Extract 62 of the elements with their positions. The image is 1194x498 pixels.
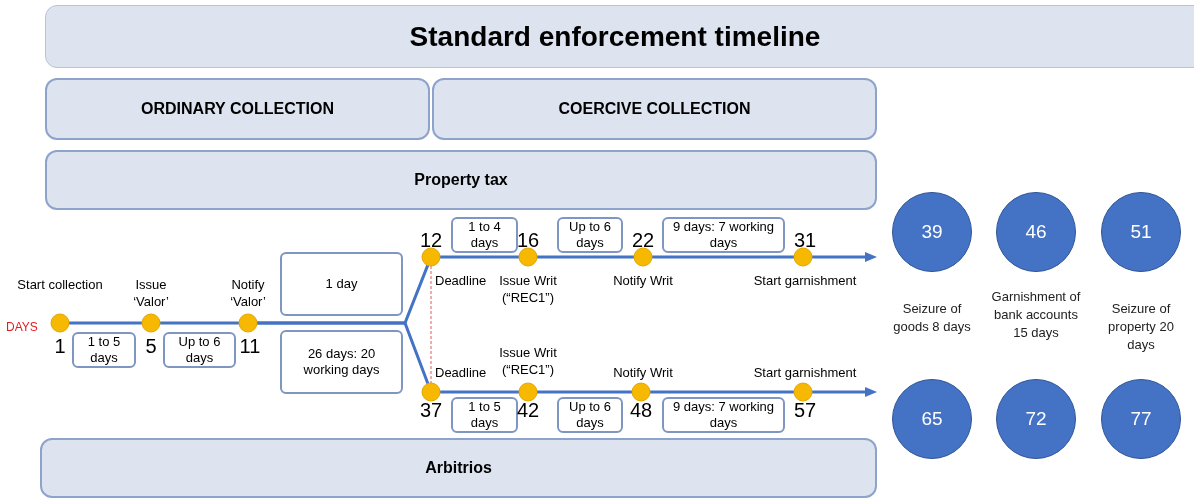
milestone-dot [631, 382, 651, 402]
timeline-line [537, 390, 632, 394]
duration-box: Up to 6 days [557, 217, 623, 253]
milestone-dot [518, 382, 538, 402]
milestone-label: Start garnishment [752, 272, 858, 289]
milestone-dot [50, 313, 70, 333]
milestone-label: Issue ‘Valor’ [132, 276, 170, 310]
arrow [812, 387, 877, 397]
timeline-line [650, 390, 794, 394]
day-number: 12 [418, 228, 444, 252]
duration-box: 9 days: 7 working days [662, 397, 785, 433]
action-label: Garnishment of bank accounts 15 days [990, 288, 1082, 342]
duration-box: 1 to 4 days [451, 217, 518, 253]
milestone-label: Notify Writ [612, 272, 674, 289]
duration-box: 9 days: 7 working days [662, 217, 785, 253]
action-label: Seizure of property 20 days [1107, 300, 1175, 354]
timeline-line [257, 321, 430, 385]
milestone-label: Start collection [16, 276, 104, 293]
milestone-dot [238, 313, 258, 333]
timeline-line [537, 255, 634, 259]
duration-box: Up to 6 days [163, 332, 236, 368]
timeline-line [652, 255, 794, 259]
milestone-label: Notify ‘Valor’ [229, 276, 267, 310]
day-number: 5 [144, 334, 158, 358]
milestone-label: Issue Writ (“REC1”) [498, 272, 558, 306]
duration-box: 1 to 5 days [451, 397, 518, 433]
timeline-line [69, 321, 142, 325]
day-number: 22 [630, 228, 656, 252]
milestone-dot [793, 247, 813, 267]
section-band: Property tax [45, 150, 877, 210]
timeline-line [160, 321, 239, 325]
section-band: ORDINARY COLLECTION [45, 78, 430, 140]
arrow [812, 252, 877, 262]
day-number: 11 [238, 334, 262, 358]
duration-box: 1 to 5 days [72, 332, 136, 368]
day-number: 37 [418, 398, 444, 422]
milestone-dot [633, 247, 653, 267]
milestone-dot [141, 313, 161, 333]
timeline-line [440, 390, 519, 394]
duration-box: 26 days: 20 working days [280, 330, 403, 394]
milestone-label: Notify Writ [612, 364, 674, 381]
milestone-label: Start garnishment [752, 364, 858, 381]
duration-box: Up to 6 days [557, 397, 623, 433]
milestone-dot [421, 382, 441, 402]
day-number: 16 [515, 228, 541, 252]
dashed-line [430, 265, 432, 384]
day-number: 1 [53, 334, 67, 358]
title-banner: Standard enforcement timeline [45, 5, 1194, 68]
milestone-dot [421, 247, 441, 267]
section-band: Arbitrios [40, 438, 877, 498]
milestone-dot [793, 382, 813, 402]
action-label: Seizure of goods 8 days [892, 300, 972, 336]
milestone-label: Issue Writ (“REC1”) [498, 344, 558, 378]
duration-box: 1 day [280, 252, 403, 316]
section-band: COERCIVE COLLECTION [432, 78, 877, 140]
axis-label: DAYS [6, 319, 39, 336]
day-number: 31 [792, 228, 818, 252]
milestone-dot [518, 247, 538, 267]
day-number: 57 [792, 398, 818, 422]
day-number: 42 [515, 398, 541, 422]
day-number: 48 [628, 398, 654, 422]
timeline-line [440, 255, 519, 259]
